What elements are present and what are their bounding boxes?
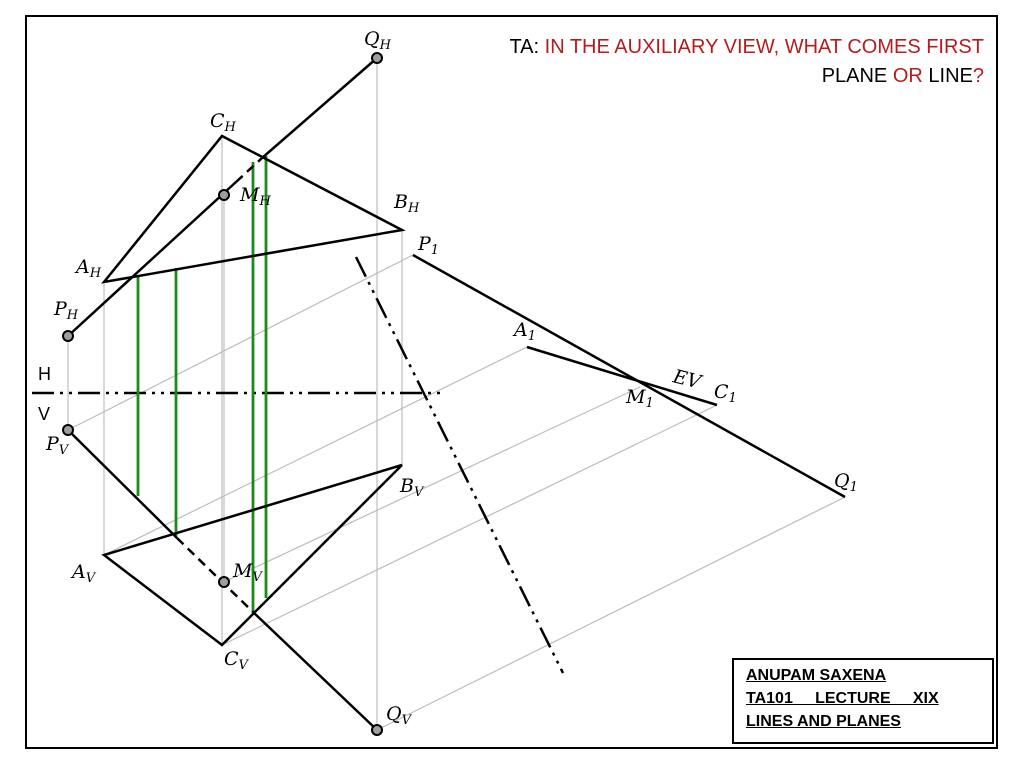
projector-a-aux — [103, 346, 528, 556]
auxiliary-view — [412, 253, 846, 499]
credit-box: ANUPAM SAXENA TA101 LECTURE XIX LINES AN… — [732, 658, 994, 744]
label-av: AV — [70, 561, 97, 586]
question-highlight: IN THE AUXILIARY VIEW, WHAT COMES FIRST — [544, 36, 984, 58]
question-mark: ? — [972, 65, 984, 87]
point-mh — [218, 189, 230, 201]
label-v: V — [38, 404, 50, 424]
line-pq-top-visible-b — [261, 57, 378, 159]
word-plane: PLANE — [821, 65, 888, 87]
label-c1: C1 — [714, 381, 737, 406]
line-pq-top-visible-a — [67, 181, 237, 337]
point-ph — [62, 330, 74, 342]
question-text: TA: IN THE AUXILIARY VIEW, WHAT COMES FI… — [509, 33, 984, 91]
question-line-1: TA: IN THE AUXILIARY VIEW, WHAT COMES FI… — [509, 33, 984, 62]
projector-q-aux — [376, 496, 846, 731]
label-ch: CH — [210, 110, 237, 135]
credit-topic: LINES AND PLANES — [746, 713, 901, 730]
label-ph: PH — [53, 298, 79, 323]
label-ev: EV — [670, 365, 705, 394]
projector-p-aux — [67, 254, 414, 431]
label-ah: AH — [74, 256, 102, 281]
line-pq-front-visible-a — [67, 429, 178, 539]
point-labels: QH CH MH BH AH PH PV BV AV MV CV QV P1 A… — [45, 28, 858, 728]
credit-name: ANUPAM SAXENA — [746, 667, 887, 684]
plane-abc-front — [101, 463, 403, 647]
label-a1: A1 — [512, 319, 536, 344]
construction-lines — [136, 156, 268, 612]
label-pv: PV — [45, 433, 70, 458]
projector-m-aux — [223, 386, 641, 583]
point-pv — [62, 424, 74, 436]
points — [62, 52, 383, 736]
word-line: LINE — [928, 65, 973, 87]
label-h: H — [38, 364, 51, 384]
projector-lines — [67, 58, 846, 731]
question-line-2: PLANE OR LINE? — [509, 62, 984, 91]
question-prefix: TA: — [509, 36, 545, 58]
label-bh: BH — [393, 191, 420, 216]
point-qh — [371, 52, 383, 64]
line-pq-auxiliary — [412, 253, 846, 499]
line-pq-top-hidden — [235, 157, 263, 183]
label-q1: Q1 — [834, 470, 858, 495]
label-bv: BV — [399, 475, 425, 500]
projector-c-aux — [221, 404, 718, 646]
label-cv: CV — [224, 648, 250, 673]
line-pq-front-visible-b — [252, 611, 378, 731]
label-p1: P1 — [417, 233, 439, 258]
label-mv: MV — [232, 560, 263, 585]
word-or: OR — [887, 65, 929, 87]
label-qh: QH — [364, 28, 392, 53]
front-view — [67, 429, 403, 731]
credit-course: TA101 LECTURE XIX — [746, 690, 939, 707]
plane-edge-view — [526, 345, 718, 407]
label-mh: MH — [239, 184, 271, 209]
plane-abc-top — [100, 134, 406, 284]
point-mv — [218, 576, 230, 588]
top-view — [67, 57, 406, 337]
auxiliary-reference-line — [354, 256, 565, 674]
point-qv — [371, 724, 383, 736]
slide-frame — [25, 15, 998, 749]
line-pq-front-hidden — [176, 537, 254, 613]
label-qv: QV — [386, 703, 413, 728]
label-m1: M1 — [625, 386, 654, 411]
